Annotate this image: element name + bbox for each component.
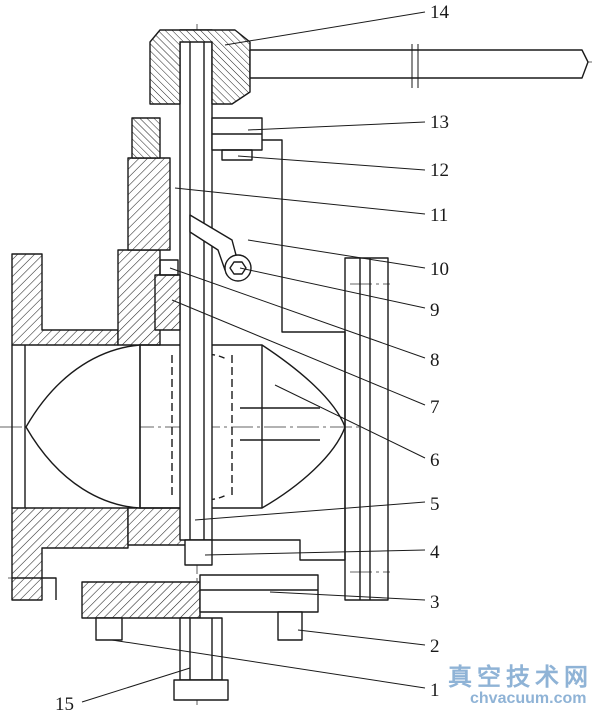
callout-12: 12 bbox=[430, 160, 449, 181]
handle-hub bbox=[149, 29, 251, 105]
stem bbox=[179, 29, 213, 541]
nut-1 bbox=[95, 617, 123, 641]
adjust-bolt-15 bbox=[179, 617, 223, 681]
plug-core bbox=[139, 344, 346, 509]
callout-7: 7 bbox=[430, 397, 440, 418]
callout-4: 4 bbox=[430, 542, 440, 563]
bottom-cover bbox=[81, 581, 201, 619]
left-flange bbox=[11, 253, 119, 346]
callout-1: 1 bbox=[430, 680, 440, 701]
gland-bolt bbox=[131, 117, 161, 159]
callout-15: 15 bbox=[55, 694, 74, 715]
bolt-2 bbox=[277, 611, 303, 641]
seal-ring bbox=[184, 539, 213, 566]
right-flange bbox=[344, 257, 389, 601]
callout-13: 13 bbox=[430, 112, 449, 133]
callout-2: 2 bbox=[430, 636, 440, 657]
callout-6: 6 bbox=[430, 450, 440, 471]
handle-lever bbox=[249, 49, 589, 79]
left-body-wall bbox=[117, 249, 161, 346]
packing bbox=[154, 274, 181, 331]
callout-3: 3 bbox=[430, 592, 440, 613]
callout-10: 10 bbox=[430, 259, 449, 280]
upper-body-wall bbox=[127, 157, 171, 251]
plug-outline bbox=[25, 344, 141, 509]
callout-11: 11 bbox=[430, 205, 448, 226]
callout-labels: 14 13 12 11 10 9 8 7 6 5 4 3 2 1 15 bbox=[55, 2, 450, 715]
bottom-plate bbox=[199, 574, 319, 613]
callout-5: 5 bbox=[430, 494, 440, 515]
callout-9: 9 bbox=[430, 300, 440, 321]
callout-14: 14 bbox=[430, 2, 450, 23]
watermark-chinese: 真空技术网 bbox=[448, 662, 593, 691]
watermark-url: chvacuum.com bbox=[470, 690, 587, 707]
leader-lines bbox=[81, 11, 426, 703]
callout-8: 8 bbox=[430, 350, 440, 371]
